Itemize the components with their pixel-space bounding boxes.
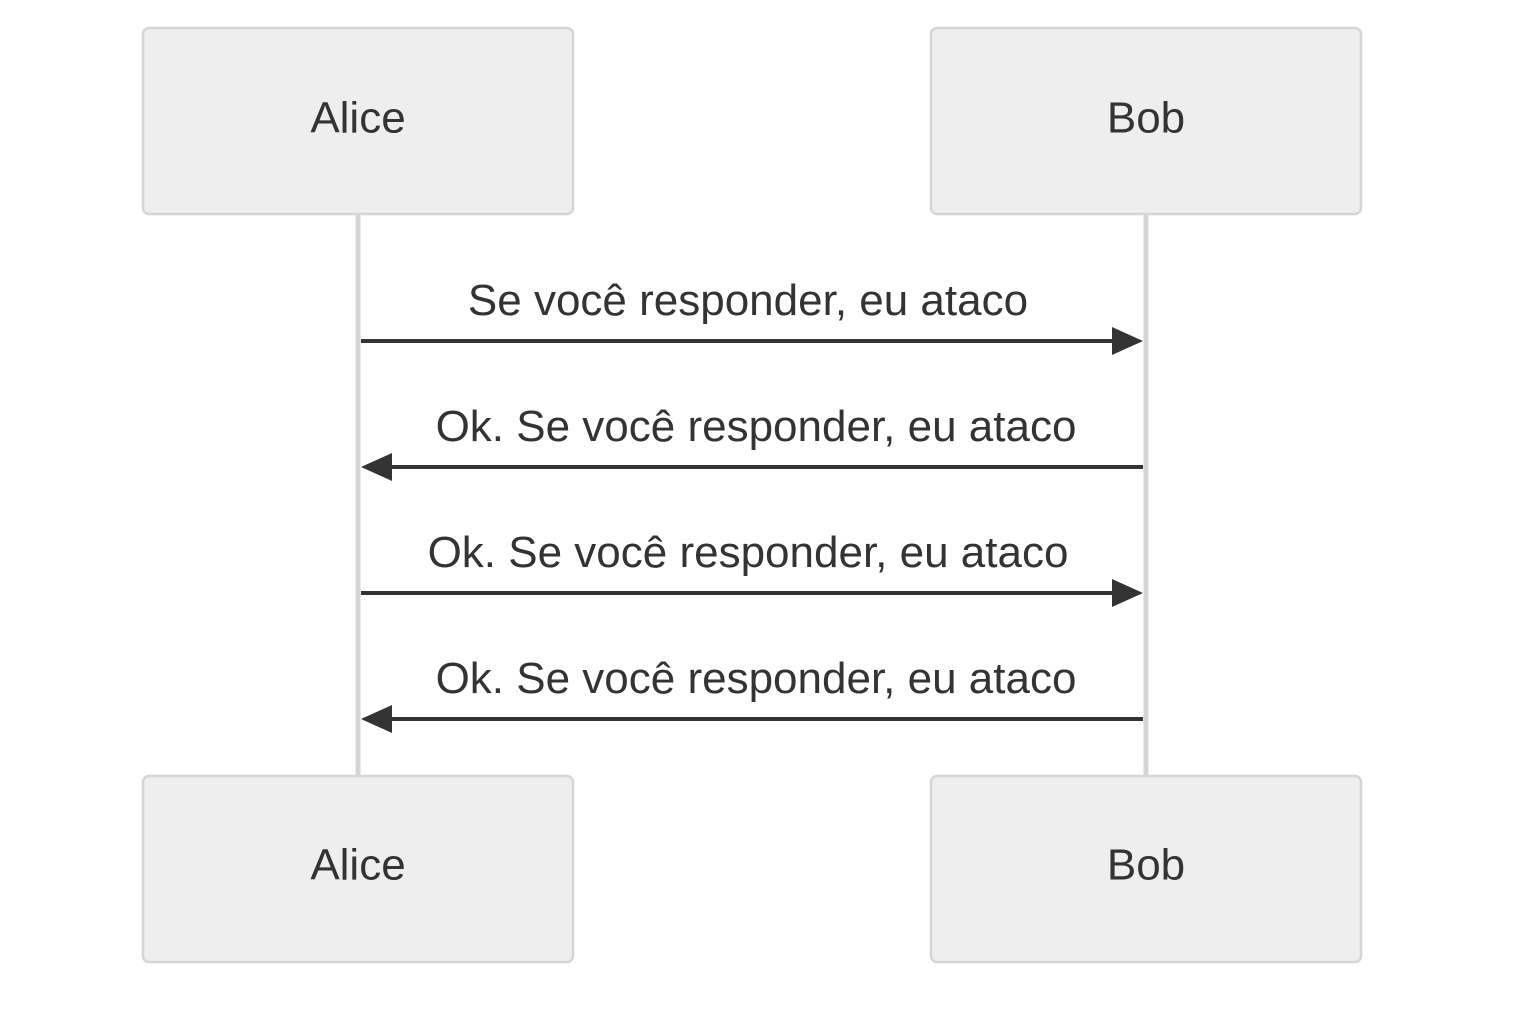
arrowhead-right-icon xyxy=(1112,579,1143,607)
message-label: Se você responder, eu ataco xyxy=(468,276,1028,325)
message-label: Ok. Se você responder, eu ataco xyxy=(436,654,1077,703)
actor-bob-top: Bob xyxy=(929,26,1363,216)
actor-box xyxy=(141,26,575,216)
actor-label: Bob xyxy=(1107,94,1185,143)
arrowhead-left-icon xyxy=(361,705,392,733)
actor-bob-bottom: Bob xyxy=(929,774,1363,964)
message-1: Se você responder, eu ataco xyxy=(361,276,1143,355)
message-2: Ok. Se você responder, eu ataco xyxy=(361,402,1143,481)
actor-box xyxy=(929,774,1363,964)
actor-box xyxy=(929,26,1363,216)
actor-label: Bob xyxy=(1107,841,1185,890)
message-label: Ok. Se você responder, eu ataco xyxy=(436,402,1077,451)
actor-label: Alice xyxy=(310,94,405,143)
actor-alice-top: Alice xyxy=(141,26,575,216)
message-label: Ok. Se você responder, eu ataco xyxy=(428,528,1069,577)
actor-box xyxy=(141,774,575,964)
actor-alice-bottom: Alice xyxy=(141,774,575,964)
arrowhead-right-icon xyxy=(1112,327,1143,355)
actor-label: Alice xyxy=(310,841,405,890)
message-3: Ok. Se você responder, eu ataco xyxy=(361,528,1143,607)
message-4: Ok. Se você responder, eu ataco xyxy=(361,654,1143,733)
arrowhead-left-icon xyxy=(361,453,392,481)
